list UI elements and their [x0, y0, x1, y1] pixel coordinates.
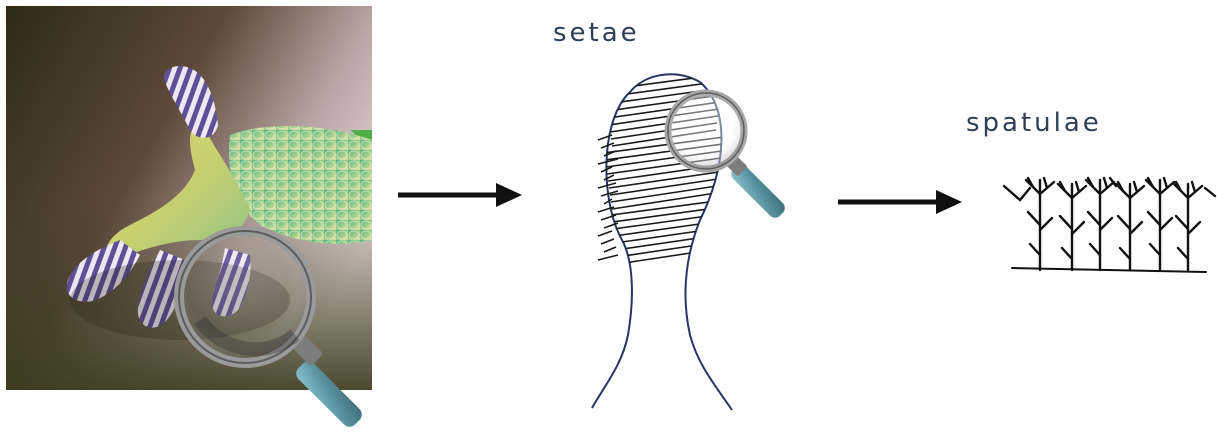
hatch-line	[607, 221, 721, 237]
hatch-line	[612, 193, 716, 209]
hatch-line	[610, 179, 718, 195]
hatch-line	[601, 239, 614, 244]
hatch-line	[606, 214, 722, 230]
hatch-line	[611, 186, 717, 202]
spatulae-illustration	[1004, 178, 1215, 272]
hatch-line	[609, 172, 719, 188]
hatch-line	[598, 231, 612, 236]
hatch-line	[608, 228, 720, 244]
hatch-line	[604, 247, 616, 252]
right-arrow-icon	[838, 190, 962, 214]
right-arrow-icon	[398, 183, 522, 207]
spatulae-label: spatulae	[966, 108, 1102, 138]
hatch-line	[604, 175, 614, 180]
setae-label: setae	[553, 18, 640, 48]
magnifying-glass-icon	[668, 93, 788, 221]
hatch-line	[598, 255, 618, 260]
